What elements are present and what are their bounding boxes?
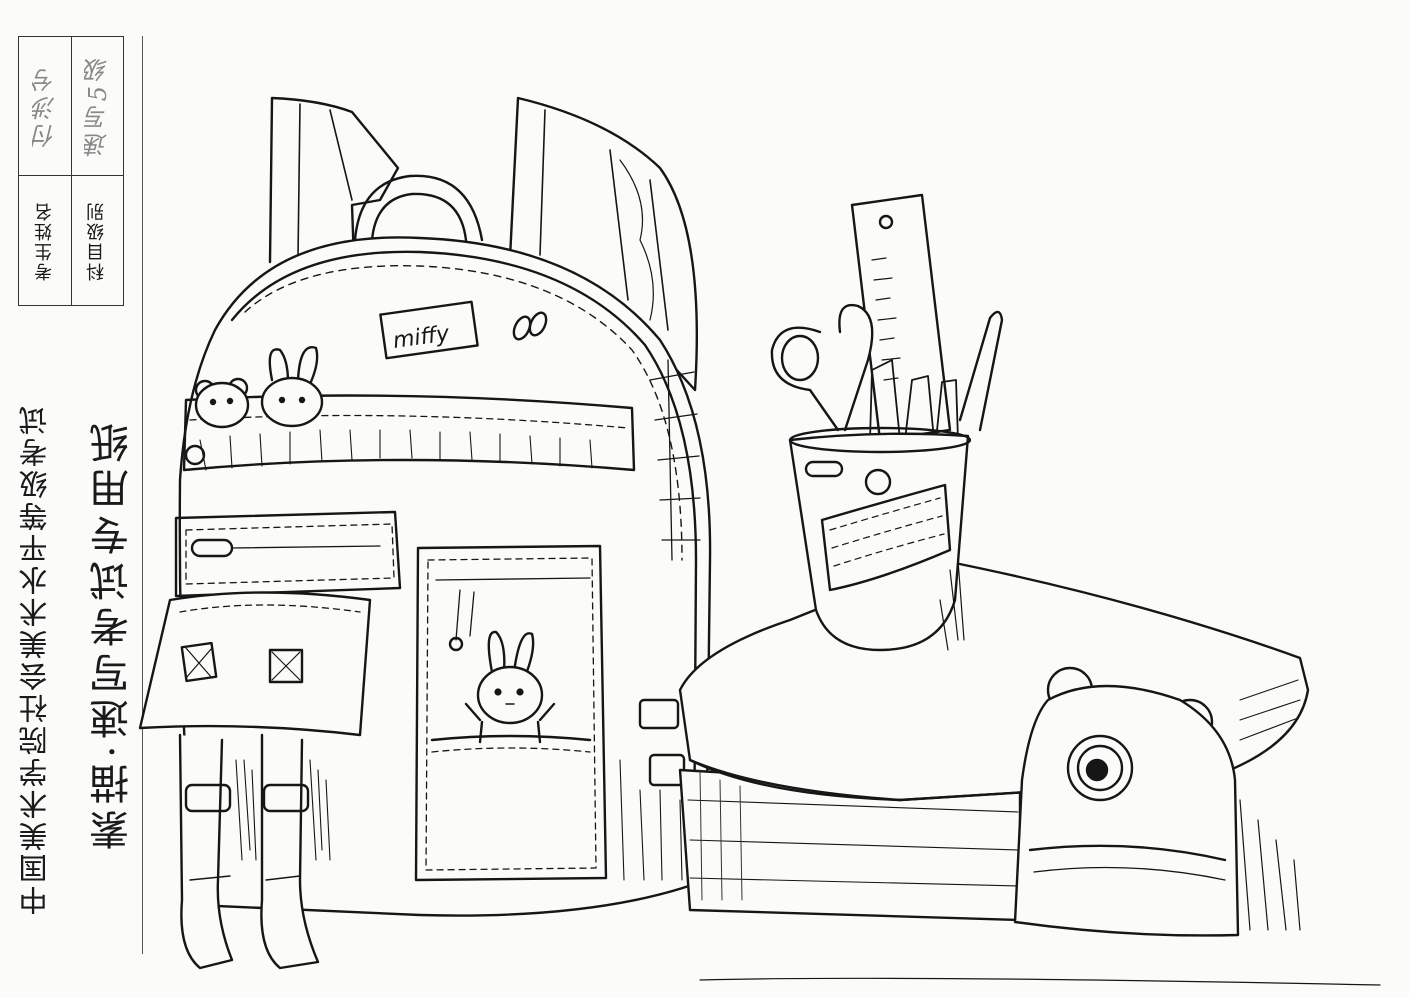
bear-charm — [194, 377, 250, 429]
table-divider-vertical — [71, 37, 72, 305]
top-handle — [353, 174, 484, 242]
pencil-cup — [770, 193, 1004, 652]
front-flap — [138, 591, 372, 737]
pen — [958, 310, 1004, 432]
ruler — [850, 193, 952, 442]
backpack: miffy — [138, 96, 712, 970]
scissors — [770, 303, 874, 432]
right-buckle-strap — [260, 733, 320, 970]
front-zip-pocket — [174, 510, 402, 598]
pencils — [869, 359, 959, 441]
miffy-bunny-figure — [464, 630, 556, 744]
left-shoulder-strap — [268, 96, 400, 264]
left-buckle-strap — [178, 733, 234, 970]
table-divider-horizontal — [19, 175, 123, 176]
bunny-charm — [260, 346, 324, 428]
brand-label — [379, 300, 479, 360]
ground-line — [699, 977, 1381, 986]
margin-line — [142, 36, 143, 954]
front-upper-pocket — [182, 394, 636, 472]
cup-body — [788, 432, 970, 652]
sharpener-body — [1013, 684, 1240, 937]
examinee-info-table: 考生姓名 科目级别 付涉兮 速写5级 — [18, 36, 124, 306]
pencil-sharpener — [1013, 666, 1301, 937]
